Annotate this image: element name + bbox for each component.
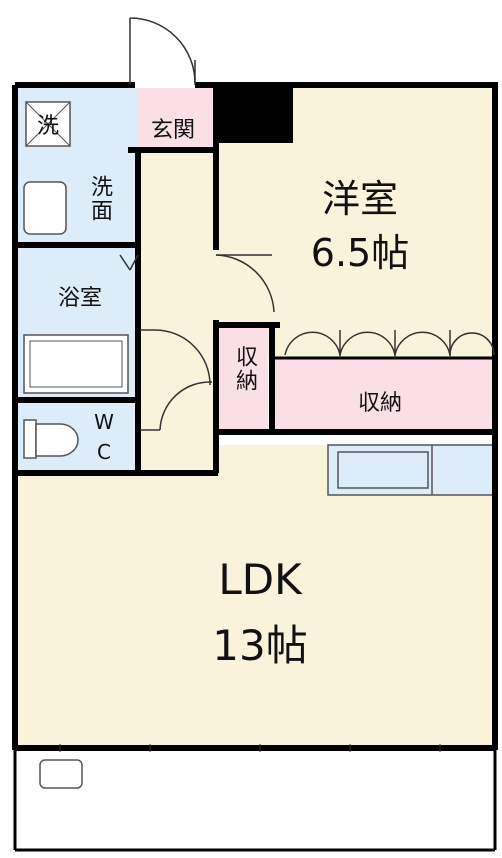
balcony-floor bbox=[18, 750, 495, 850]
ldk-size: 13帖 bbox=[212, 621, 308, 670]
western-room-name: 洋室 bbox=[321, 177, 398, 221]
closet-doors bbox=[284, 330, 495, 358]
toilet bbox=[23, 419, 79, 459]
entrance-door bbox=[129, 17, 196, 85]
balcony-windows bbox=[59, 744, 441, 752]
wc-label-c: C bbox=[97, 440, 111, 464]
vanity-sink bbox=[23, 181, 67, 235]
kitchen-sink bbox=[337, 451, 429, 489]
hall-floor bbox=[140, 150, 218, 475]
washroom-label: 洗面 bbox=[87, 175, 112, 223]
entrance-label: 玄関 bbox=[150, 118, 195, 143]
western-room-size: 6.5帖 bbox=[310, 231, 410, 275]
western-door bbox=[215, 254, 275, 313]
closet-small-floor bbox=[218, 328, 268, 430]
balcony-drain bbox=[39, 759, 83, 789]
closet-large-label: 収納 bbox=[357, 391, 402, 416]
wc-label-w: W bbox=[94, 410, 114, 434]
bath-label: 浴室 bbox=[57, 286, 102, 311]
bathtub bbox=[23, 334, 129, 394]
pillar bbox=[218, 85, 293, 143]
balcony-rails bbox=[13, 750, 497, 852]
hall-doors bbox=[119, 254, 213, 431]
entrance-floor bbox=[128, 88, 216, 150]
closet-small-label: 収納 bbox=[232, 345, 257, 393]
ldk-name: LDK bbox=[218, 555, 302, 604]
laundry-label: 洗 bbox=[36, 114, 59, 139]
closet-large-floor bbox=[275, 358, 495, 430]
